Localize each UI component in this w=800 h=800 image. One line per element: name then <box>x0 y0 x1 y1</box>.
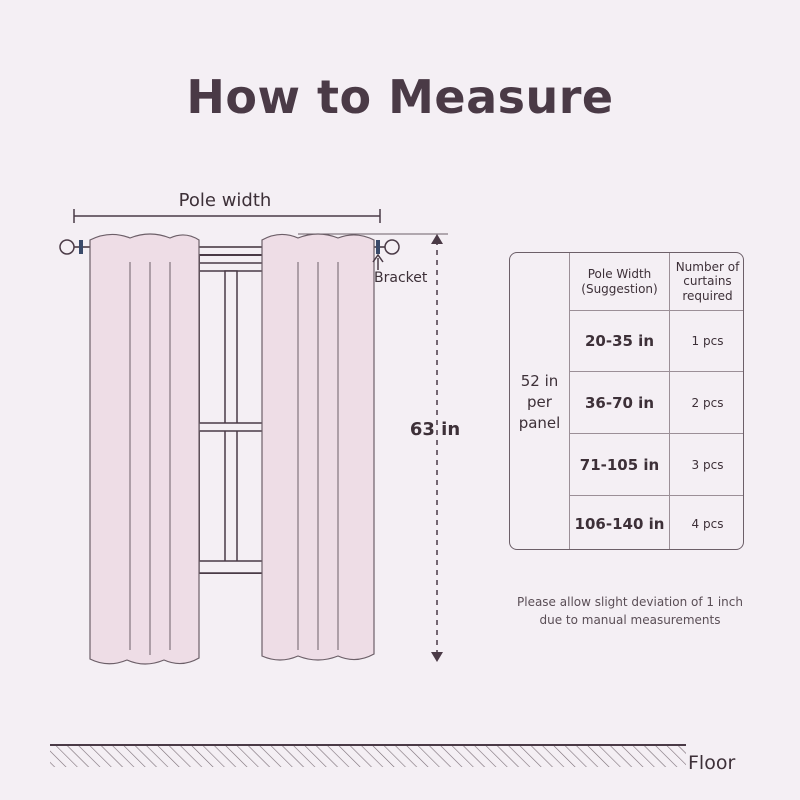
qty-cell: 2 pcs <box>691 395 724 410</box>
qty-cell: 1 pcs <box>691 334 724 348</box>
header-number-required: Number of curtains required <box>675 259 740 303</box>
floor-hatch <box>50 744 686 767</box>
pole-width-dimension <box>73 209 381 223</box>
qty-cell: 4 pcs <box>691 516 724 531</box>
window-frame <box>198 254 264 574</box>
panel-width-cell: 52 in per panel <box>518 371 561 432</box>
height-dimension <box>298 233 448 662</box>
bracket-arrow <box>372 253 384 270</box>
range-cell: 71-105 in <box>579 455 660 474</box>
curtain-panel-left <box>89 233 200 665</box>
header-pole-width: Pole Width (Suggestion) <box>581 267 658 296</box>
qty-cell: 3 pcs <box>691 457 724 472</box>
floor-label: Floor <box>688 752 736 774</box>
table-divider <box>569 495 743 496</box>
bracket-right <box>376 240 380 254</box>
rod-finial-right <box>384 239 400 255</box>
rod-finial-left <box>59 239 75 255</box>
range-cell: 36-70 in <box>584 393 655 412</box>
bracket-left <box>79 240 83 254</box>
bracket-label: Bracket <box>374 270 428 286</box>
page-title: How to Measure <box>186 70 614 124</box>
table-divider <box>569 310 743 311</box>
range-cell: 20-35 in <box>584 332 655 350</box>
size-table: 52 in per panel Pole Width (Suggestion) … <box>509 252 744 550</box>
deviation-note: Please allow slight deviation of 1 inch … <box>517 595 743 627</box>
range-cell: 106-140 in <box>574 514 665 533</box>
table-divider <box>569 371 743 372</box>
table-divider <box>569 433 743 434</box>
pole-width-label: Pole width <box>178 190 272 211</box>
height-label: 63 in <box>409 419 461 440</box>
table-divider <box>569 253 570 549</box>
curtain-panel-right <box>261 233 375 661</box>
table-divider <box>669 253 670 549</box>
